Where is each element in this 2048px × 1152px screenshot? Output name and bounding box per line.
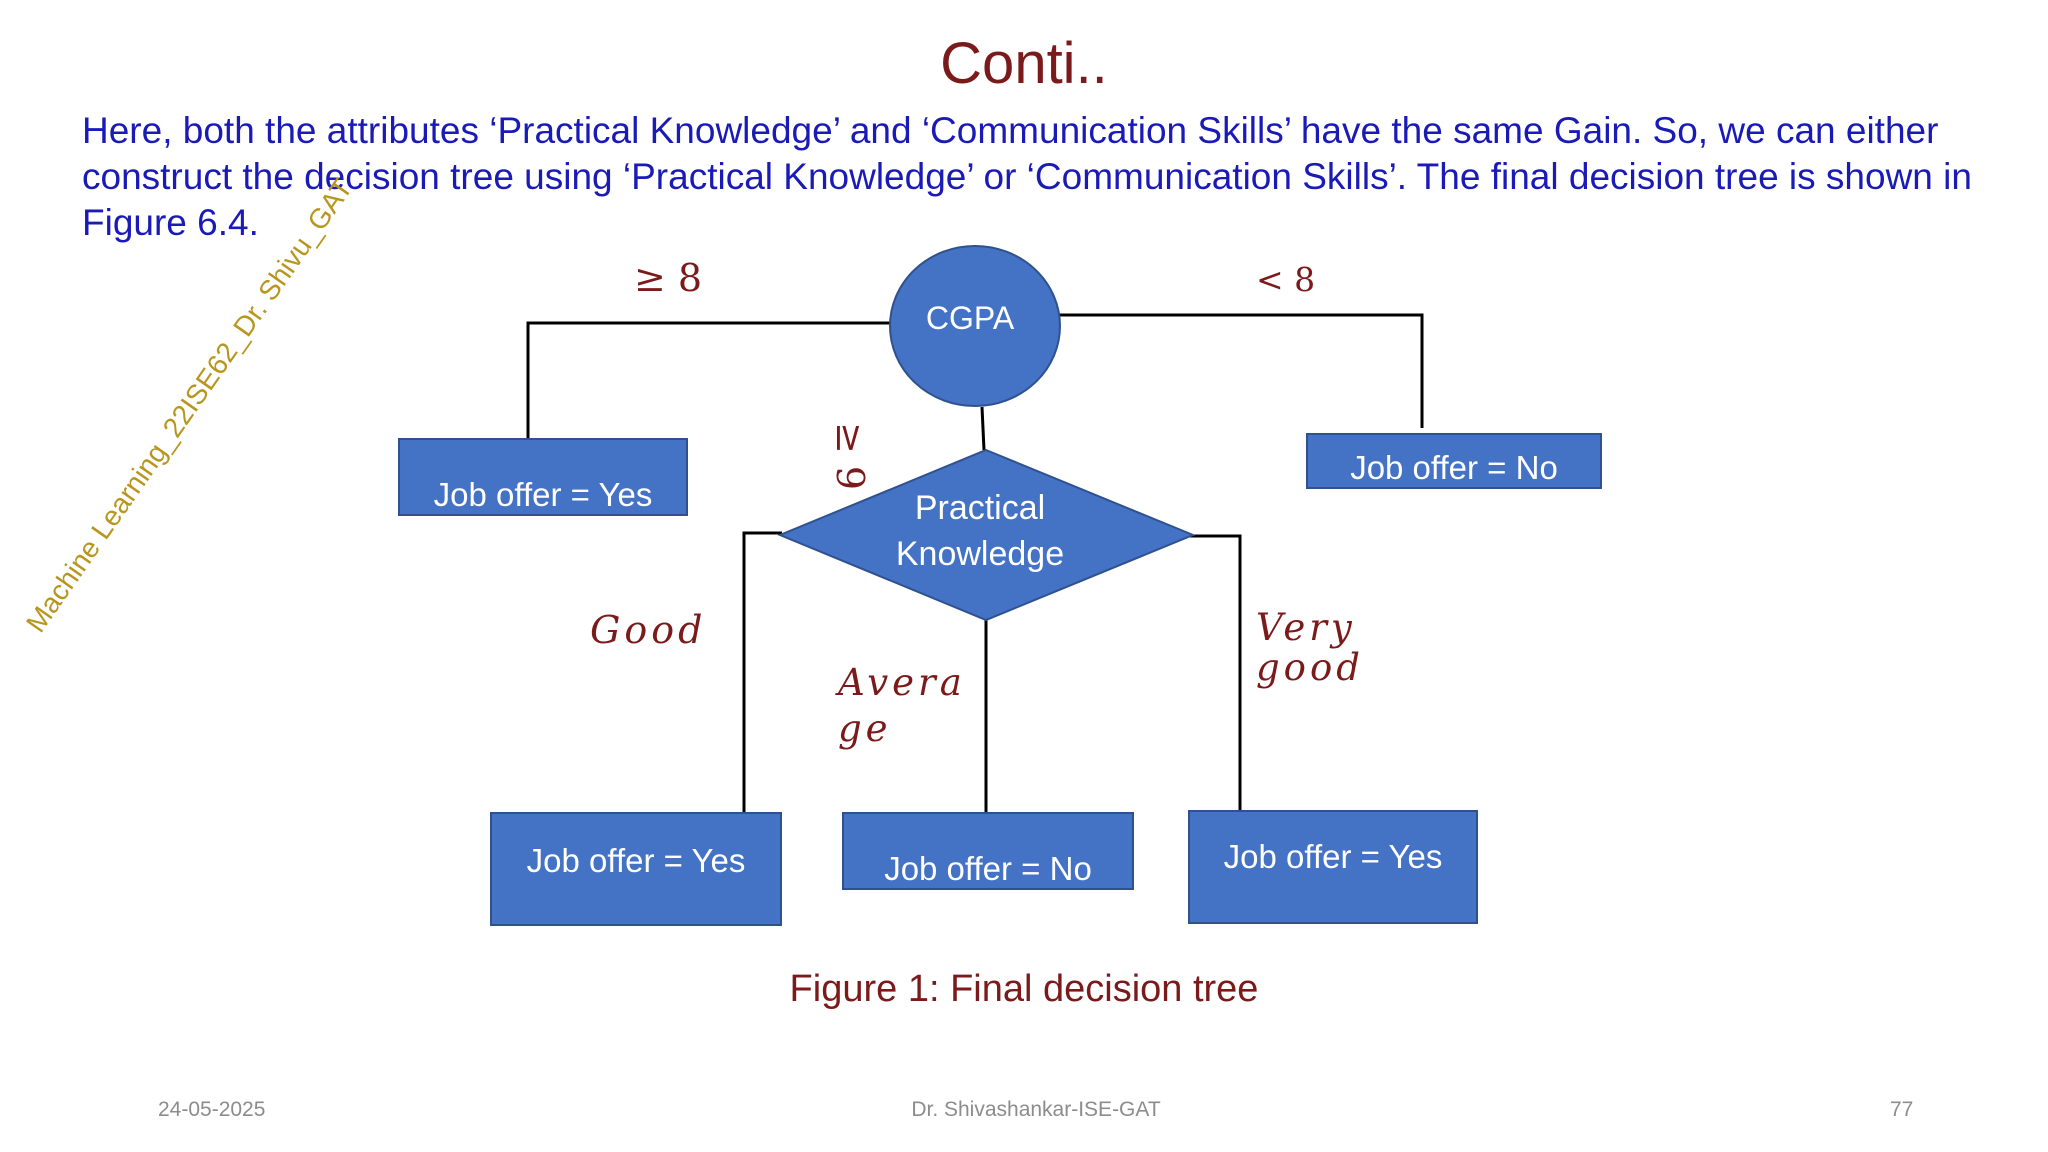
slide-title: Conti..: [940, 31, 1108, 96]
edge-label-lt8: < 8: [1256, 260, 1316, 299]
cgpa-node-label: CGPA: [925, 300, 1015, 336]
footer-author: Dr. Shivashankar-ISE-GAT: [911, 1098, 1161, 1121]
edge-label-ge8: ≥ 8: [634, 256, 703, 300]
edge-label-ge9: ≥ 9: [828, 422, 872, 491]
edge-practical-to-verygood: [1190, 534, 1242, 810]
edge-cgpa-to-no: [1055, 313, 1424, 428]
footer-page-number: 77: [1890, 1098, 1914, 1121]
edge-cgpa-to-practical: [980, 406, 986, 451]
edge-label-verygood-line1: Very: [1256, 606, 1356, 649]
cgpa-node: [889, 245, 1061, 407]
leaf-verygood-label: Job offer = Yes: [1223, 838, 1443, 875]
edge-cgpa-to-yes: [526, 321, 890, 438]
edge-label-verygood-line2: good: [1256, 646, 1364, 689]
leaf-good-label: Job offer = Yes: [526, 842, 746, 879]
edge-label-average-line1: Avera: [838, 661, 966, 704]
edge-label-verygood: Very good: [1256, 608, 1364, 688]
figure-caption: Figure 1: Final decision tree: [789, 968, 1259, 1010]
practical-knowledge-label-line2: Knowledge: [895, 535, 1065, 573]
practical-knowledge-label: Practical Knowledge: [860, 485, 1100, 577]
footer-date: 24-05-2025: [158, 1098, 266, 1121]
leaf-average-label: Job offer = No: [884, 850, 1092, 887]
leaf-good: Job offer = Yes: [490, 812, 782, 926]
body-paragraph: Here, both the attributes ‘Practical Kno…: [82, 110, 1972, 243]
practical-knowledge-node: [777, 448, 1196, 622]
leaf-cgpa-ge8-label: Job offer = Yes: [433, 476, 653, 513]
leaf-cgpa-lt8: Job offer = No: [1306, 433, 1602, 489]
leaf-cgpa-lt8-label: Job offer = No: [1350, 449, 1558, 486]
edge-label-average-line2: ge: [838, 707, 892, 750]
leaf-cgpa-ge8: Job offer = Yes: [398, 438, 688, 516]
edge-label-average: Avera ge: [838, 660, 966, 752]
leaf-verygood: Job offer = Yes: [1188, 810, 1478, 924]
leaf-average: Job offer = No: [842, 812, 1134, 890]
edge-label-good: Good: [590, 608, 707, 652]
practical-knowledge-label-line1: Practical: [914, 489, 1046, 527]
edge-practical-to-good: [742, 531, 782, 812]
